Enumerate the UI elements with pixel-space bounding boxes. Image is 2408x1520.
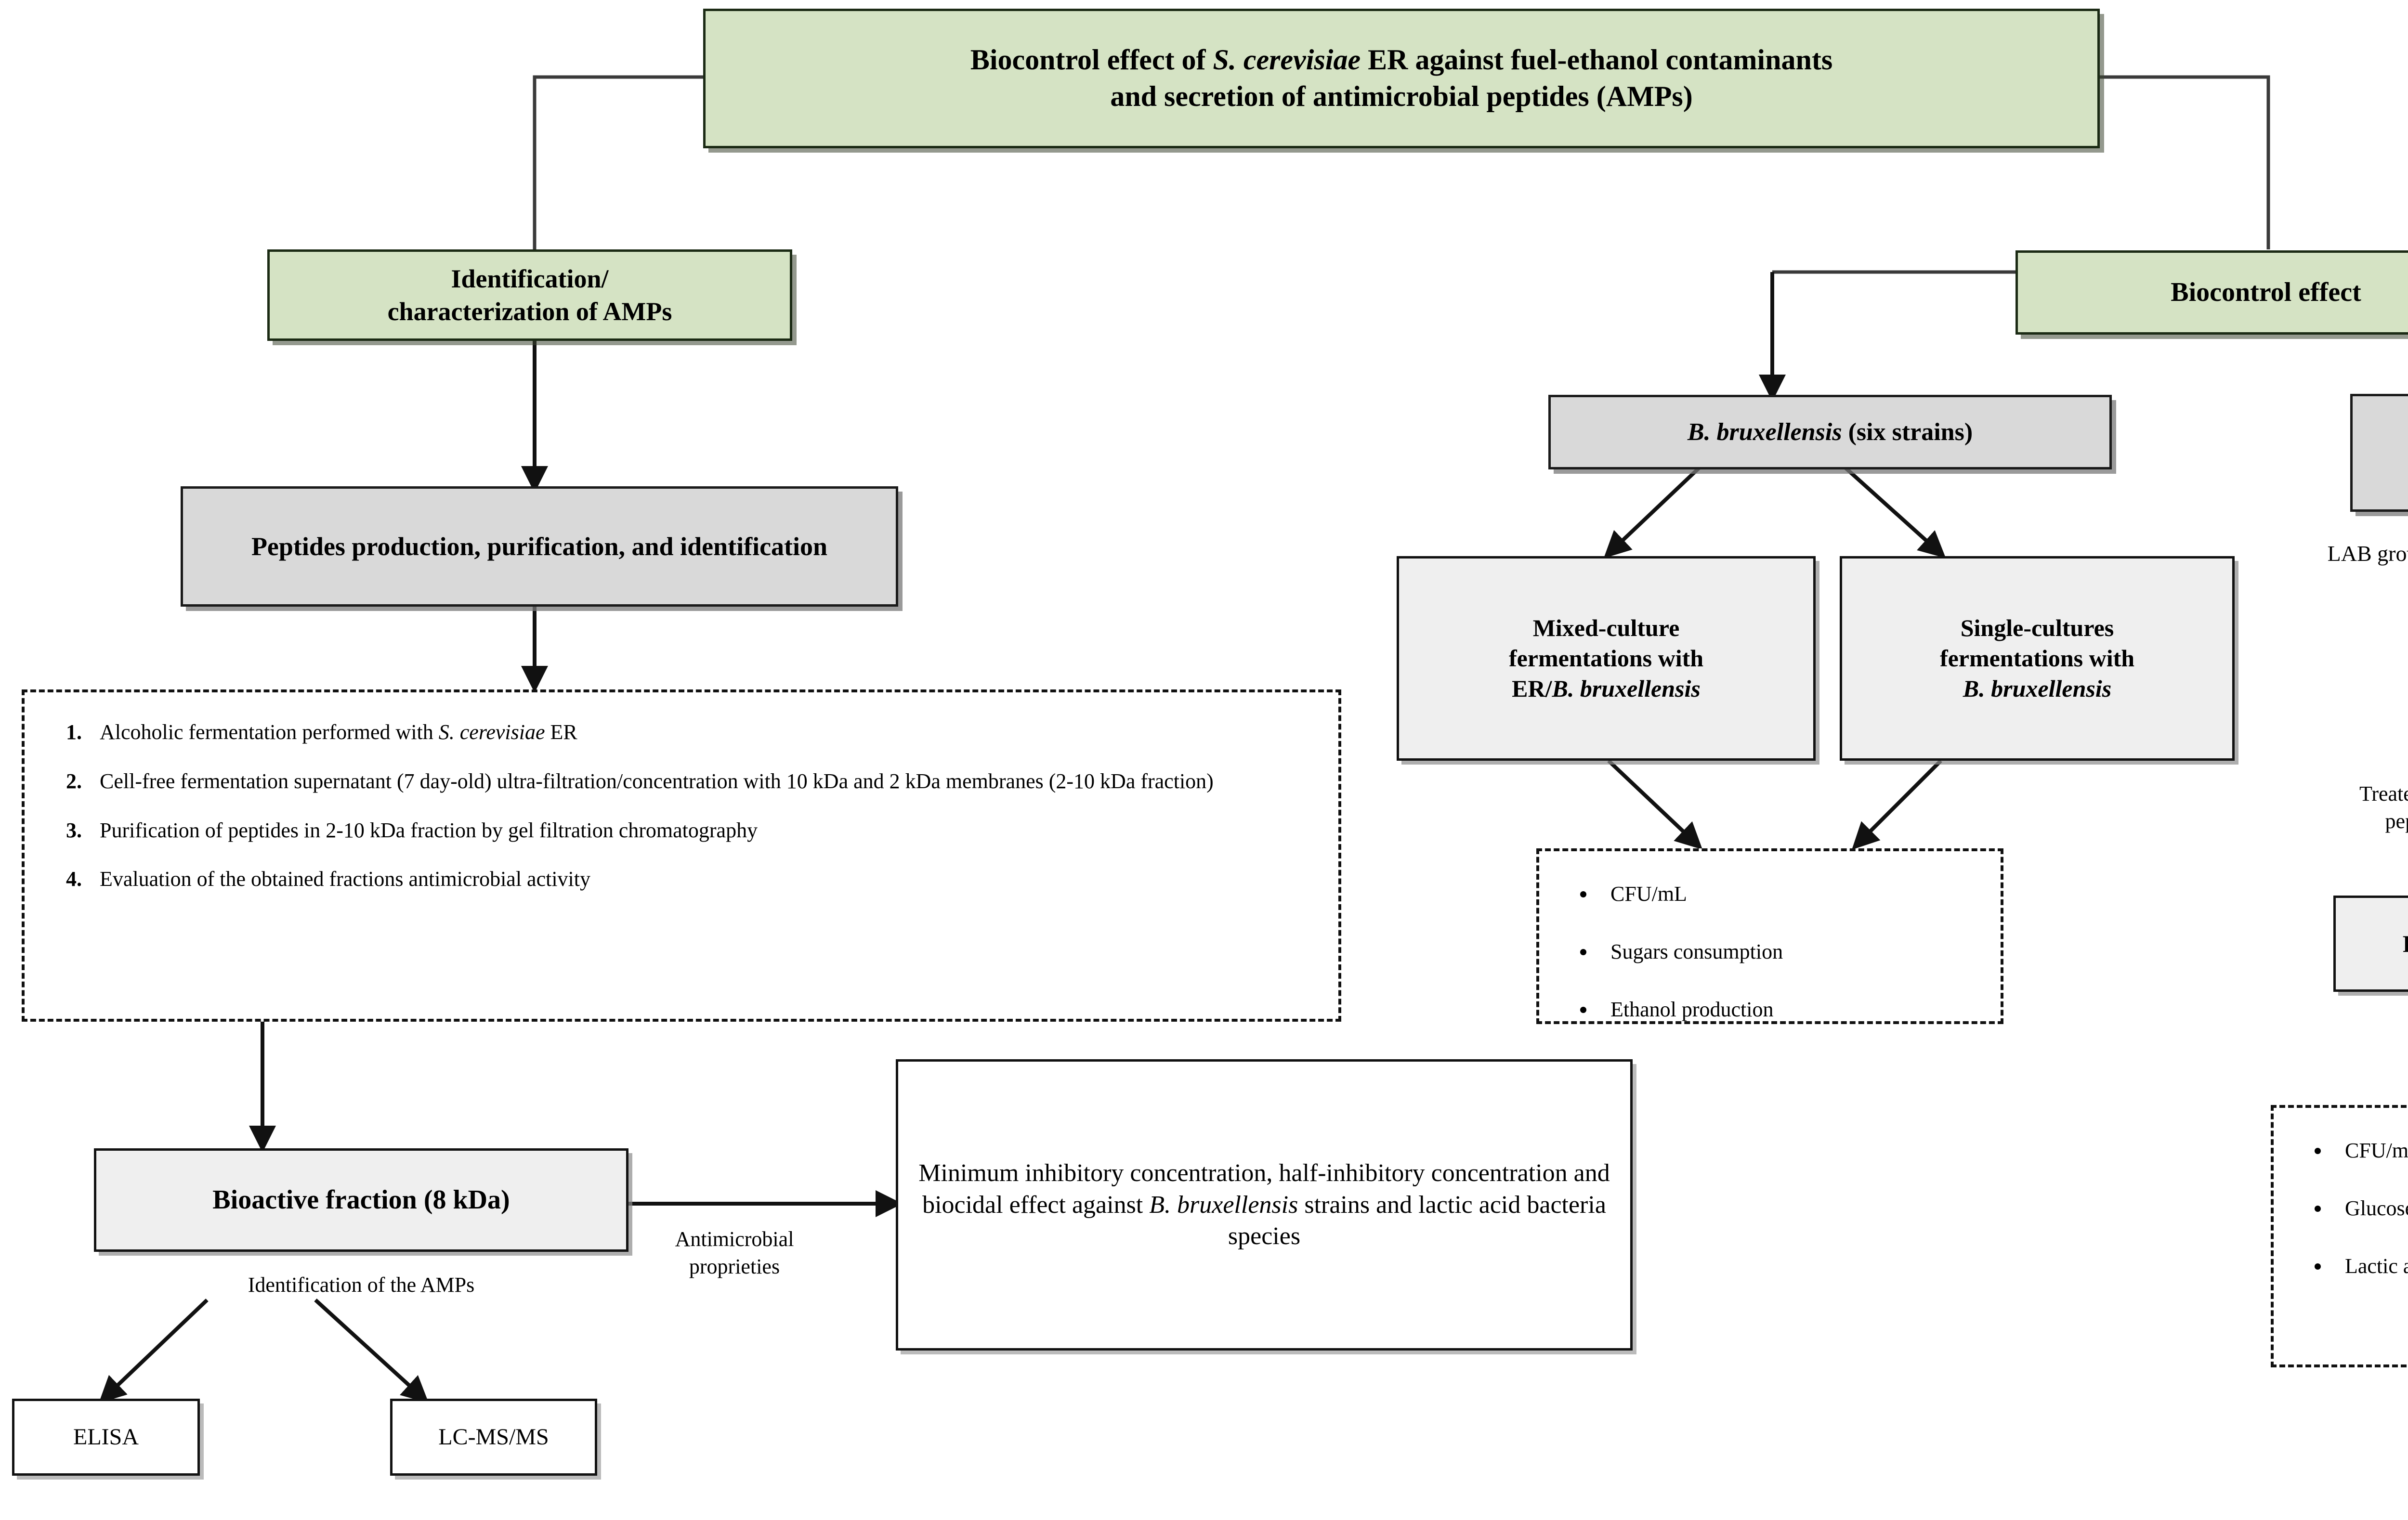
pepsin-assay-box: Pepsin-assay xyxy=(2333,896,2408,992)
workflow-steps-list: Alcoholic fermentation performed with S.… xyxy=(25,692,1338,927)
lab-outcomes-list: CFU/mL Glucose and malic acid consumptio… xyxy=(2274,1108,2408,1322)
bruxellensis-strains-box: B. bruxellensis (six strains) xyxy=(1548,395,2112,469)
elisa-label: ELISA xyxy=(73,1424,139,1450)
lactic-acid-bacteria-box: Lactic acid bacteria (LAB) (six strains) xyxy=(2350,394,2408,512)
antimicrobial-proprieties-label: Antimicrobial proprieties xyxy=(675,1227,794,1279)
identification-characterization-box: Identification/ characterization of AMPs xyxy=(267,249,792,341)
lcmsms-label: LC-MS/MS xyxy=(438,1424,549,1450)
bruxellensis-outcome-3: Ethanol production xyxy=(1596,989,1981,1030)
bruxellensis-italic: B. bruxellensis xyxy=(1687,418,1842,446)
peptides-production-label: Peptides production, purification, and i… xyxy=(251,532,828,561)
title-line1-italic: S. cerevisiae xyxy=(1213,44,1361,76)
workflow-step-1: Alcoholic fermentation performed with S.… xyxy=(87,712,1309,753)
mic-text-italic: B. bruxellensis xyxy=(1149,1191,1298,1219)
mixed-culture-line3-a: ER/ xyxy=(1512,675,1552,702)
peptides-production-box: Peptides production, purification, and i… xyxy=(181,486,898,607)
single-culture-line1: Single-cultures xyxy=(1960,614,2114,641)
single-culture-box: Single-cultures fermentations with B. br… xyxy=(1840,556,2235,761)
lcmsms-box: LC-MS/MS xyxy=(390,1399,597,1476)
bruxellensis-outcome-1: CFU/mL xyxy=(1596,873,1981,915)
lab-growth-a: LAB growth in a cell-free supernatants p… xyxy=(2327,541,2408,566)
biocontrol-effect-label: Biocontrol effect xyxy=(2171,277,2361,308)
bruxellensis-outcomes-box: CFU/mL Sugars consumption Ethanol produc… xyxy=(1536,848,2003,1024)
bruxellensis-rest: (six strains) xyxy=(1842,418,1973,446)
single-culture-line3-italic: B. bruxellensis xyxy=(1963,675,2112,702)
biocontrol-effect-box: Biocontrol effect xyxy=(2015,250,2408,335)
mic-results-box: Minimum inhibitory concentration, half-i… xyxy=(896,1059,1633,1351)
lab-outcome-2: Glucose and malic acid consumption xyxy=(2330,1188,2408,1229)
treated-with-pepsin-label: Treated withpepsin xyxy=(2359,782,2408,833)
workflow-step-4: Evaluation of the obtained fractions ant… xyxy=(87,858,1309,900)
mic-text-a: Minimum inhibitory concentration, half-i… xyxy=(918,1159,1610,1219)
elisa-box: ELISA xyxy=(12,1399,200,1476)
mixed-culture-line1: Mixed-culture xyxy=(1532,614,1680,641)
workflow-steps-box: Alcoholic fermentation performed with S.… xyxy=(22,689,1341,1022)
mixed-culture-box: Mixed-culture fermentations with ER/B. b… xyxy=(1397,556,1816,761)
lab-outcome-3: Lactic acid production xyxy=(2330,1246,2408,1287)
mixed-culture-line2: fermentations with xyxy=(1508,645,1704,672)
bruxellensis-outcome-2: Sugars consumption xyxy=(1596,931,1981,973)
identification-amps-label: Identification of the AMPs xyxy=(248,1273,475,1297)
single-culture-line2: fermentations with xyxy=(1939,645,2135,672)
lab-outcomes-box: CFU/mL Glucose and malic acid consumptio… xyxy=(2271,1105,2408,1367)
bioactive-fraction-label: Bioactive fraction (8 kDa) xyxy=(212,1185,510,1215)
mic-text-b: strains and lactic acid bacteria species xyxy=(1228,1191,1606,1250)
title-line1-a: Biocontrol effect of xyxy=(970,44,1213,76)
title-line2: and secretion of antimicrobial peptides … xyxy=(1110,80,1693,112)
bioactive-fraction-box: Bioactive fraction (8 kDa) xyxy=(94,1148,628,1252)
lab-growth-label: LAB growth in a cell-free supernatants p… xyxy=(2326,539,2408,597)
bruxellensis-outcomes-list: CFU/mL Sugars consumption Ethanol produc… xyxy=(1539,851,2001,1065)
title-box: Biocontrol effect of S. cerevisiae ER ag… xyxy=(703,9,2100,148)
mixed-culture-line3-italic: B. bruxellensis xyxy=(1552,675,1701,702)
workflow-step-3: Purification of peptides in 2-10 kDa fra… xyxy=(87,810,1309,851)
workflow-step-2: Cell-free fermentation supernatant (7 da… xyxy=(87,761,1309,802)
title-line1-b: ER against fuel-ethanol contaminants xyxy=(1361,44,1833,76)
lab-line2: (LAB) (six strains) xyxy=(2359,453,2408,485)
lab-outcome-1: CFU/mL xyxy=(2330,1130,2408,1171)
pepsin-assay-label: Pepsin-assay xyxy=(2336,929,2408,959)
lab-line1: Lactic acid bacteria xyxy=(2359,421,2408,453)
